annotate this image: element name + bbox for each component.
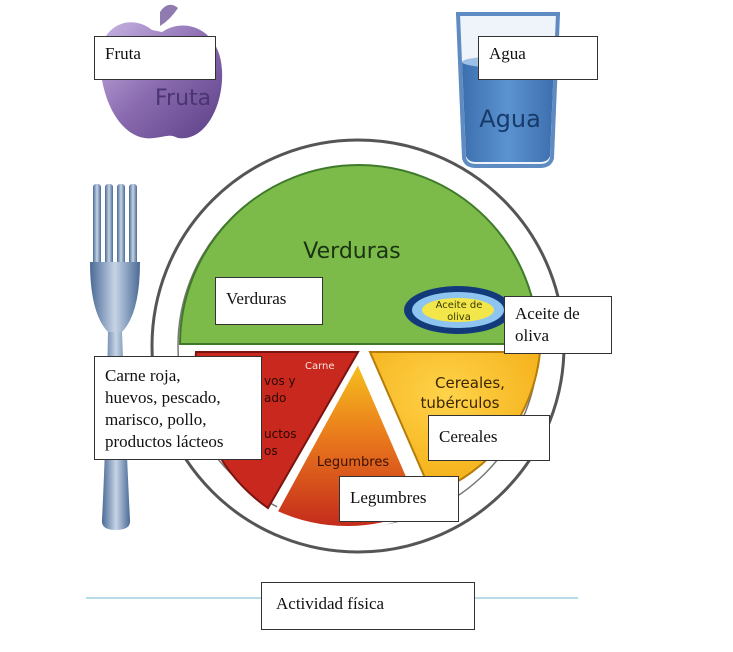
art-text-huevos-frag2: ado: [264, 391, 286, 405]
art-text-cereales-2: tubérculos: [421, 394, 500, 412]
label-carne-line1: Carne roja,: [105, 366, 181, 385]
label-carne-line4: productos lácteos: [105, 432, 224, 451]
label-cereales-text: Cereales: [439, 427, 498, 446]
label-carne: Carne roja, huevos, pescado, marisco, po…: [94, 356, 262, 460]
art-text-verduras: Verduras: [303, 239, 400, 264]
label-legumbres: Legumbres: [339, 476, 459, 522]
art-text-carne: Carne: [305, 361, 335, 372]
art-text-productos-frag1: uctos: [264, 427, 297, 441]
art-text-cereales-1: Cereales,: [435, 374, 505, 392]
art-text-aceite-2: oliva: [447, 312, 471, 323]
label-aceite-de-oliva: Aceite de oliva: [504, 296, 612, 354]
label-cereales: Cereales: [428, 415, 550, 461]
label-carne-line2: huevos, pescado,: [105, 388, 221, 407]
label-aceite-line2: oliva: [515, 326, 549, 345]
label-legumbres-text: Legumbres: [350, 488, 427, 507]
label-fruta: Fruta: [94, 36, 216, 80]
label-agua-text: Agua: [489, 44, 526, 63]
art-text-legumbres: Legumbres: [317, 455, 389, 470]
label-actividad-text: Actividad física: [276, 594, 385, 613]
art-text-agua: Agua: [479, 105, 541, 133]
label-aceite-line1: Aceite de: [515, 304, 580, 323]
art-text-productos-frag2: os: [264, 444, 278, 458]
label-verduras-text: Verduras: [226, 289, 287, 308]
label-carne-line3: marisco, pollo,: [105, 410, 207, 429]
olive-oil-dish-icon: [404, 286, 512, 334]
art-text-fruta: Fruta: [155, 86, 211, 111]
art-text-aceite-1: Aceite de: [436, 300, 483, 311]
label-verduras: Verduras: [215, 277, 323, 325]
art-text-huevos-frag1: vos y: [264, 374, 296, 388]
label-fruta-text: Fruta: [105, 44, 141, 63]
label-actividad-fisica: Actividad física: [261, 582, 475, 630]
label-agua: Agua: [478, 36, 598, 80]
